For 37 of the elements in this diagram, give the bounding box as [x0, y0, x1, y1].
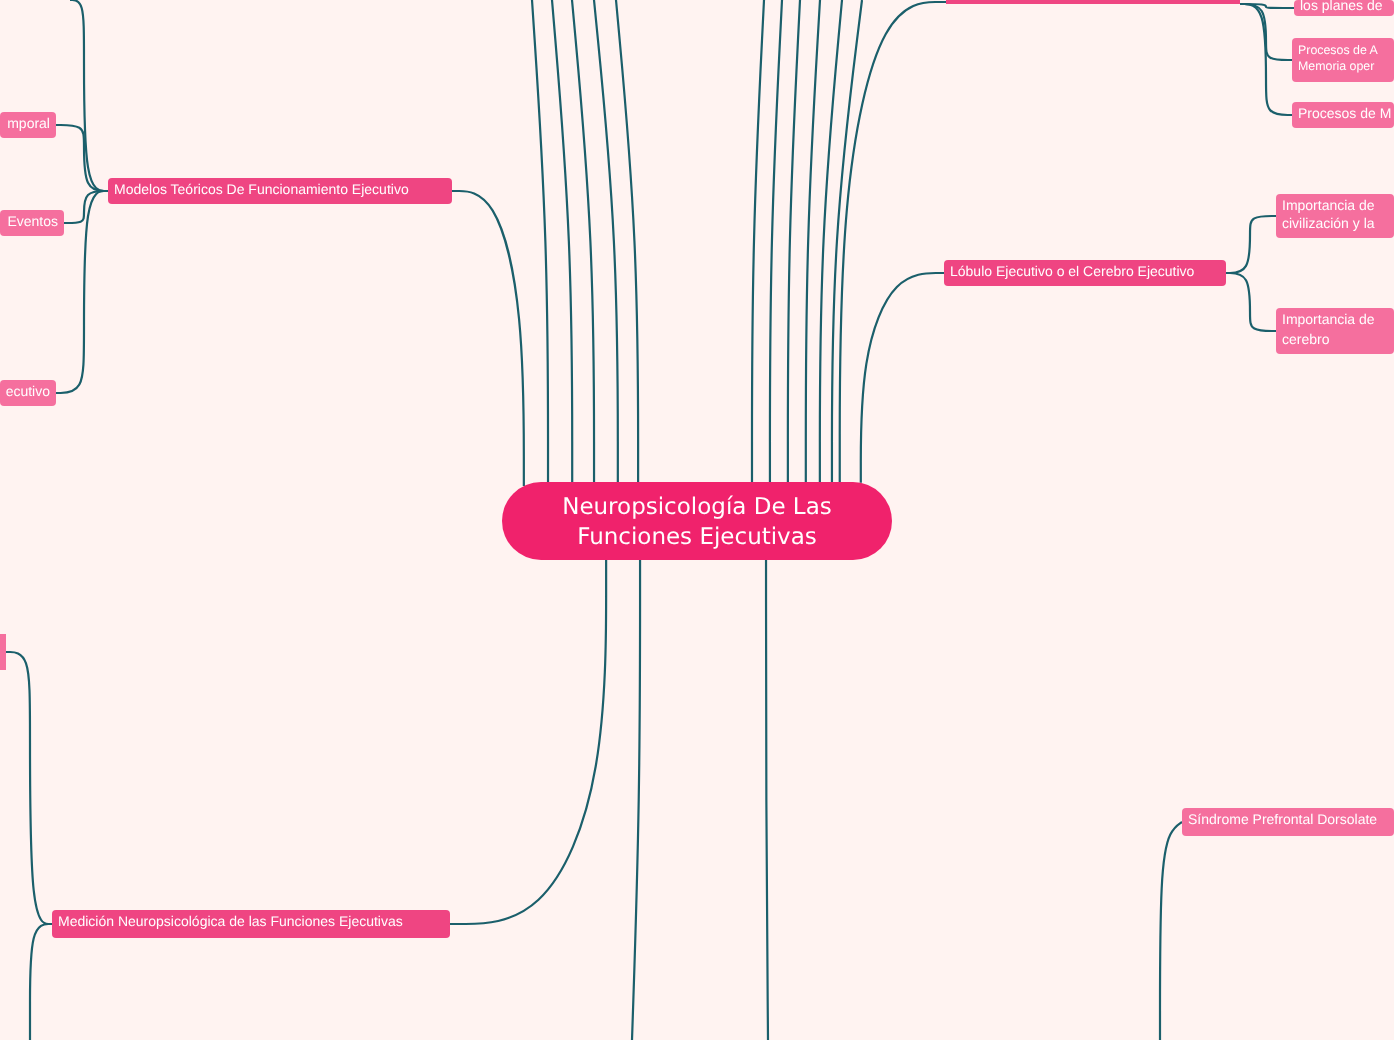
connector-line	[838, 0, 946, 482]
connector-line	[592, 0, 619, 482]
central-topic	[502, 482, 892, 560]
connector-line	[804, 0, 822, 482]
topic-title: Neuropsicología De Las Funciones Ejecutivas	[560, 492, 834, 550]
subtopic-box	[0, 112, 56, 138]
connector-line	[70, 0, 108, 193]
connector-line	[28, 922, 52, 1040]
connector-line	[614, 0, 640, 482]
connector-line	[570, 0, 596, 482]
subtopic-box	[0, 380, 56, 406]
subtopic-box	[1294, 0, 1394, 16]
subtopic-box	[1276, 308, 1394, 354]
connector-line	[450, 560, 608, 926]
connector-line	[859, 271, 944, 483]
connector-line	[830, 0, 864, 482]
topic-box	[52, 910, 450, 938]
connector-line	[550, 0, 574, 482]
subtopic-box	[0, 210, 64, 236]
subtopic-box	[1292, 38, 1394, 82]
connector-line	[768, 0, 784, 482]
connector-line	[630, 560, 642, 1040]
connector-line	[1158, 821, 1183, 1040]
connector-line	[1226, 271, 1276, 333]
subtopic-box	[0, 634, 6, 670]
connector-line	[6, 650, 52, 926]
connector-line	[818, 0, 844, 482]
subtopic-box	[1292, 102, 1394, 128]
connector-line	[530, 0, 550, 482]
topic-box	[944, 260, 1226, 286]
subtopic-box	[1182, 808, 1394, 836]
subtopic-box	[1276, 194, 1394, 238]
connector-line	[452, 189, 525, 486]
connector-line	[786, 0, 802, 482]
topic-box	[108, 178, 452, 204]
connector-line	[764, 560, 770, 1040]
connector-line	[750, 0, 766, 482]
